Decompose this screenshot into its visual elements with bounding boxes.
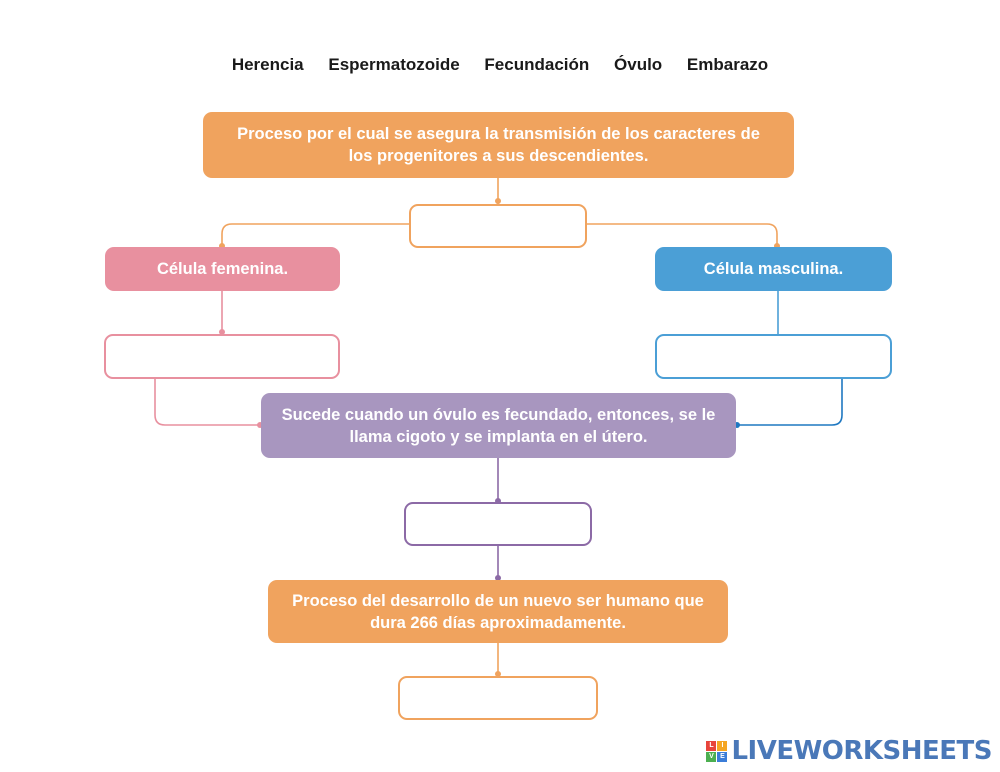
- male-cell-box: Célula masculina.: [655, 247, 892, 291]
- male-cell-label: Célula masculina.: [703, 260, 844, 278]
- liveworksheets-logo: L I V E LIVEWORKSHEETS: [706, 736, 992, 766]
- fecundacion-definition-box: Sucede cuando un óvulo es fecundado, ent…: [261, 393, 736, 458]
- word-bank-item: Óvulo: [614, 55, 663, 74]
- answer-blank-ovulo[interactable]: [104, 334, 340, 379]
- answer-blank-fecundacion[interactable]: [404, 502, 592, 546]
- logo-mark-icon: L I V E: [706, 740, 728, 762]
- fecundacion-definition-text: Sucede cuando un óvulo es fecundado, ent…: [281, 405, 716, 446]
- word-bank-item: Embarazo: [686, 55, 769, 74]
- embarazo-definition-text: Proceso del desarrollo de un nuevo ser h…: [292, 591, 704, 632]
- word-bank-item: Fecundación: [484, 55, 590, 74]
- herencia-definition-text: Proceso por el cual se asegura la transm…: [237, 125, 760, 165]
- logo-text: LIVEWORKSHEETS: [731, 736, 992, 766]
- embarazo-definition-box: Proceso del desarrollo de un nuevo ser h…: [268, 580, 728, 643]
- answer-blank-espermatozoide[interactable]: [655, 334, 892, 379]
- answer-blank-herencia[interactable]: [409, 204, 587, 248]
- female-cell-box: Célula femenina.: [105, 247, 340, 291]
- word-bank-item: Espermatozoide: [328, 55, 460, 74]
- answer-blank-embarazo[interactable]: [398, 676, 598, 720]
- word-bank-item: Herencia: [231, 55, 304, 74]
- herencia-definition-box: Proceso por el cual se asegura la transm…: [203, 112, 794, 178]
- word-bank: Herencia Espermatozoide Fecundación Óvul…: [0, 55, 1000, 75]
- female-cell-label: Célula femenina.: [156, 260, 289, 278]
